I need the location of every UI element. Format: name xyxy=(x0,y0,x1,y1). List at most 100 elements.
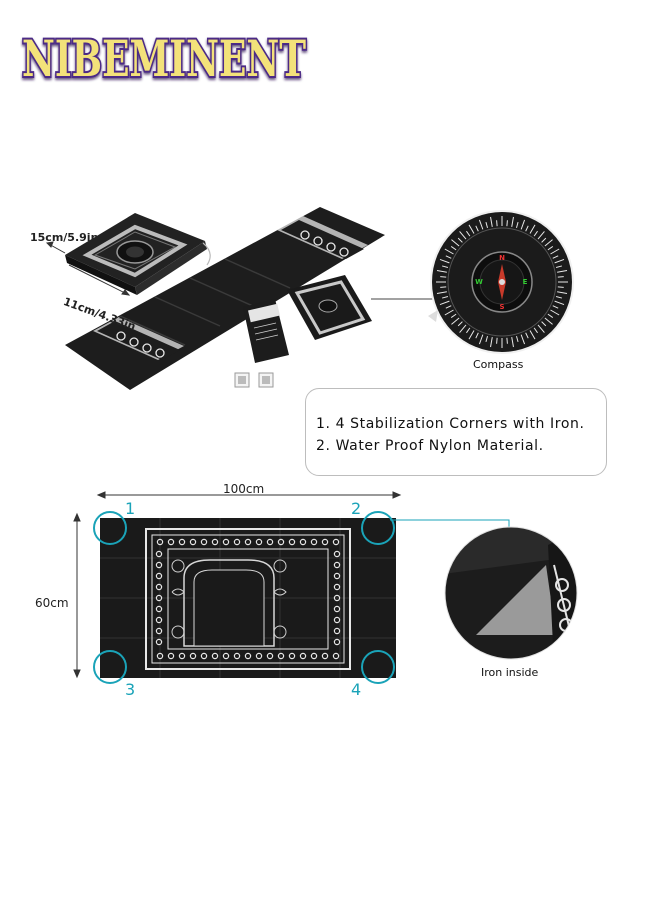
border-knot xyxy=(167,538,175,546)
compass-tick xyxy=(457,237,463,243)
border-knot xyxy=(333,594,341,602)
compass-tick xyxy=(451,239,460,247)
small-pouch-and-booklet xyxy=(243,275,372,363)
compass-tick xyxy=(468,330,475,340)
pouch-dimension-arrows xyxy=(45,241,131,296)
compass-tick xyxy=(439,258,450,264)
border-knot xyxy=(233,652,241,660)
compass-tick xyxy=(557,291,568,294)
compass-tick xyxy=(444,309,454,316)
border-knot xyxy=(310,538,318,546)
compass-tick xyxy=(485,221,488,229)
brand-logo: NIBEMINENT xyxy=(20,27,308,90)
border-knot xyxy=(155,561,163,569)
compass-tick xyxy=(520,334,526,345)
svg-text:W: W xyxy=(475,278,483,286)
corner-number-3: 3 xyxy=(125,680,136,699)
compass-tick xyxy=(450,246,457,251)
compass-tick xyxy=(444,248,454,255)
border-knot xyxy=(155,550,163,558)
border-knot xyxy=(333,550,341,558)
corner-highlight-circles xyxy=(93,511,395,684)
border-knot xyxy=(277,538,285,546)
border-knot xyxy=(299,538,307,546)
compass-tick xyxy=(511,337,514,348)
border-knot xyxy=(333,572,341,580)
compass-tick xyxy=(459,231,467,240)
border-knot xyxy=(299,652,307,660)
compass-tick xyxy=(457,321,463,327)
compass-tick xyxy=(506,220,508,227)
compass-tick xyxy=(478,334,484,345)
compass-tick xyxy=(550,309,560,316)
border-knot xyxy=(222,538,230,546)
compass-tick xyxy=(537,231,545,240)
carry-pouch xyxy=(65,213,211,295)
compass-tick xyxy=(554,258,565,264)
compass-tick xyxy=(520,219,526,230)
compass-tick xyxy=(459,324,467,333)
border-knot xyxy=(244,538,252,546)
border-knot xyxy=(277,652,285,660)
features-box: 1. 4 Stabilization Corners with Iron. 2.… xyxy=(305,388,607,476)
border-knot xyxy=(266,652,274,660)
compass-tick xyxy=(529,224,536,234)
compass-tick xyxy=(547,246,554,251)
mat-dimension-diagram xyxy=(73,491,402,684)
border-knot xyxy=(200,538,208,546)
compass-tick xyxy=(537,324,545,333)
compass-label: Compass xyxy=(473,358,524,371)
border-knot xyxy=(332,652,340,660)
border-knot xyxy=(155,572,163,580)
border-knot xyxy=(156,538,164,546)
compass-tick xyxy=(440,276,447,278)
border-knot xyxy=(321,652,329,660)
folded-mat xyxy=(65,207,385,390)
compass-tick xyxy=(496,337,498,344)
compass-tick xyxy=(441,296,449,299)
compass-tick xyxy=(506,337,508,344)
border-knot xyxy=(155,583,163,591)
border-knot xyxy=(200,652,208,660)
mat-border-pattern xyxy=(93,216,368,360)
compass-tick xyxy=(555,265,563,268)
compass-closeup: N E S W xyxy=(428,210,574,354)
compass-tick xyxy=(525,225,529,232)
border-knot xyxy=(333,616,341,624)
compass-tick xyxy=(496,220,498,227)
compass-tick xyxy=(533,327,538,334)
compass-tick xyxy=(490,216,493,227)
compass-tick xyxy=(516,335,519,343)
svg-text:E: E xyxy=(523,278,528,286)
compass-tick xyxy=(445,305,452,309)
border-knot xyxy=(266,538,274,546)
compass-tick xyxy=(533,230,538,237)
border-knot xyxy=(155,627,163,635)
border-knot xyxy=(255,538,263,546)
svg-text:N: N xyxy=(499,254,505,262)
feature-item: 2. Water Proof Nylon Material. xyxy=(316,438,544,454)
corner-number-4: 4 xyxy=(351,680,362,699)
compass-tick xyxy=(541,237,547,243)
border-knot xyxy=(255,652,263,660)
border-knot xyxy=(333,638,341,646)
compass-tick xyxy=(441,265,449,268)
compass-tick xyxy=(451,317,460,325)
border-knot xyxy=(189,538,197,546)
border-knot xyxy=(155,594,163,602)
compass-tick xyxy=(466,230,471,237)
mat-width-label: 100cm xyxy=(223,482,265,496)
border-knot xyxy=(333,627,341,635)
border-knot xyxy=(156,652,164,660)
compass-tick xyxy=(468,224,475,234)
border-knot xyxy=(222,652,230,660)
compass-tick xyxy=(557,276,564,278)
border-knot xyxy=(178,652,186,660)
compass-tick xyxy=(557,270,568,273)
border-knot xyxy=(244,652,252,660)
corner-number-2: 2 xyxy=(351,499,362,518)
border-knot xyxy=(332,538,340,546)
border-knot xyxy=(189,652,197,660)
compass-tick xyxy=(490,337,493,348)
border-knot xyxy=(155,638,163,646)
